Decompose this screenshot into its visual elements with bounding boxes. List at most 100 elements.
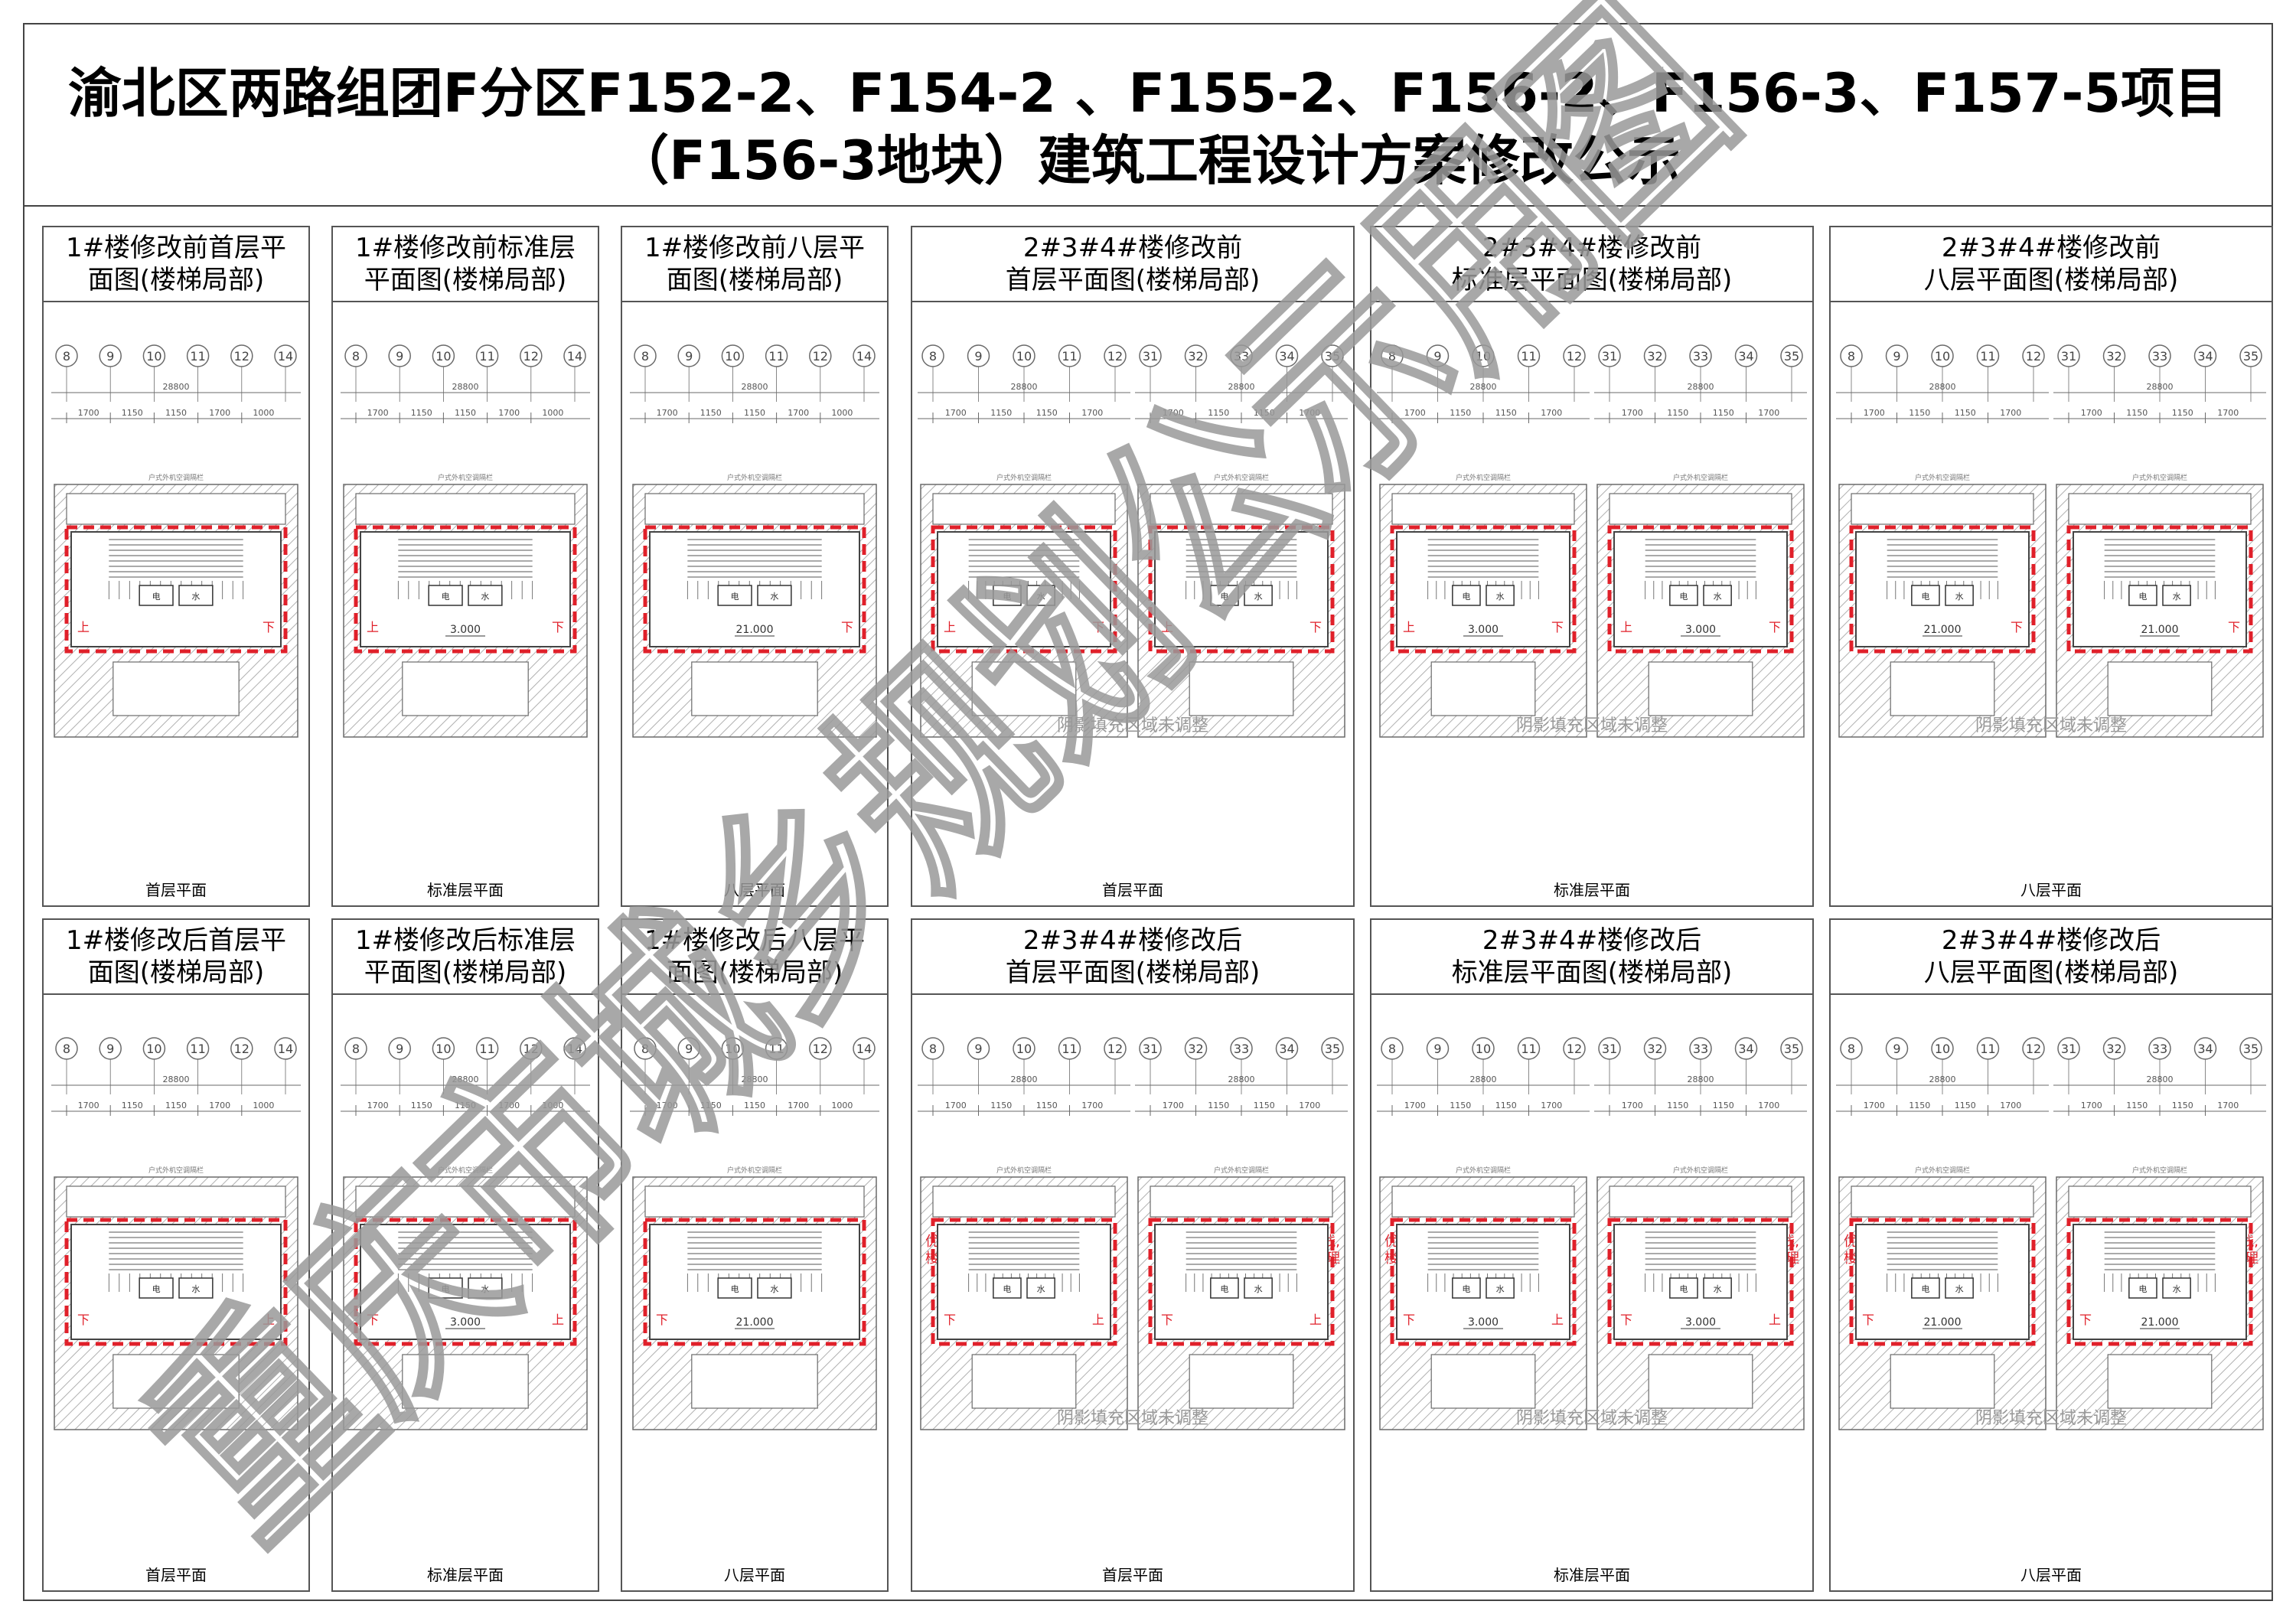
axis-label: 31 (1143, 349, 1158, 364)
stair-core (1613, 531, 1788, 647)
shaft-label: 电 (152, 1284, 161, 1294)
panel-header: 2#3#4#楼修改前首层平面图(楼梯局部) (912, 227, 1353, 302)
stair-direction-left: 下 (944, 1313, 956, 1327)
axis-label: 9 (106, 349, 114, 364)
dimension-value: 1700 (2000, 1101, 2021, 1110)
dimension-value: 1150 (455, 1101, 476, 1110)
shaft-label: 水 (1714, 1284, 1722, 1294)
shaft-label: 水 (1037, 592, 1045, 602)
shaft-label: 水 (481, 592, 489, 602)
total-dimension: 28800 (2147, 382, 2174, 392)
shaft-box (1210, 1277, 1239, 1299)
level-mark: 3.000 (1468, 624, 1499, 636)
axis-label: 10 (435, 1042, 451, 1056)
panel-title-line-1: 1#楼修改前标准层 (354, 233, 576, 263)
shaft-label: 水 (1714, 592, 1722, 602)
shaft-box (1486, 1277, 1515, 1299)
shading-note: 阴影填充区域未调整 (1057, 716, 1208, 735)
panel-title-line-2: 平面图(楼梯局部) (364, 957, 567, 988)
dimension-value: 1150 (411, 1101, 432, 1110)
shaft-label: 电 (2138, 1284, 2147, 1294)
axis-label: 8 (63, 1042, 70, 1056)
stair-direction-right: 下 (2011, 620, 2023, 634)
stair-direction-left: 上 (1620, 620, 1632, 634)
lower-structure (402, 1354, 529, 1409)
shaft-label: 电 (1220, 1284, 1228, 1294)
shaft-box (757, 585, 792, 606)
balcony-outline (2068, 493, 2252, 525)
shaft-label: 水 (1955, 592, 1964, 602)
balcony-outline (644, 493, 865, 525)
axis-label: 35 (2243, 1042, 2258, 1056)
lower-structure (1890, 661, 1995, 716)
dimension-value: 1700 (1404, 408, 1426, 418)
dimension-value: 1000 (831, 408, 853, 418)
panel-header: 1#楼修改前八层平面图(楼梯局部) (622, 227, 887, 302)
shaft-label: 水 (1037, 1284, 1045, 1294)
change-highlight (643, 525, 866, 654)
lower-structure (971, 1354, 1077, 1409)
panel-title-line-2: 首层平面图(楼梯局部) (1005, 265, 1261, 295)
shaft-box (1945, 1277, 1974, 1299)
dimension-value: 1150 (2126, 1101, 2148, 1110)
panel-title-line-2: 面图(楼梯局部) (87, 957, 265, 988)
stair-core (70, 531, 282, 647)
shaft-box (1669, 1277, 1698, 1299)
stair-direction-left: 下 (2079, 1313, 2092, 1327)
axis-label: 12 (1567, 1042, 1582, 1056)
dimension-value: 1700 (945, 408, 967, 418)
level-mark: 3.000 (1685, 624, 1716, 636)
panel-header: 1#楼修改前首层平面图(楼梯局部) (44, 227, 308, 302)
axis-label: 32 (1188, 1042, 1203, 1056)
panel-title-line-1: 1#楼修改后首层平 (65, 925, 287, 956)
door-note: 户式外机空调隔栏 (727, 1166, 782, 1175)
shaft-label: 水 (2173, 1284, 2181, 1294)
shaft-box (757, 1277, 792, 1299)
total-dimension: 28800 (1929, 382, 1956, 392)
balcony-outline (2068, 1185, 2252, 1218)
dimension-value: 1700 (788, 408, 809, 418)
panel-title-line-1: 2#3#4#楼修改前 (1022, 233, 1243, 263)
shaft-label: 水 (1496, 1284, 1505, 1294)
shaft-box (428, 1277, 463, 1299)
stair-direction-right: 上 (263, 1313, 275, 1327)
shaft-box (2162, 1277, 2191, 1299)
axis-label: 10 (1476, 349, 1491, 364)
stair-direction-right: 上 (1551, 1313, 1564, 1327)
stair-direction-right: 下 (552, 620, 564, 634)
dimension-value: 1700 (1081, 408, 1103, 418)
balcony-outline (932, 493, 1116, 525)
dimension-value: 1150 (1208, 1101, 1229, 1110)
shaft-label: 电 (731, 592, 739, 602)
axis-label: 33 (1234, 1042, 1249, 1056)
axis-label: 10 (146, 349, 161, 364)
level-mark: 3.000 (1685, 1316, 1716, 1329)
dimension-value: 1700 (2081, 1101, 2102, 1110)
axis-label: 11 (1062, 1042, 1077, 1056)
dimension-value: 1150 (1450, 408, 1471, 418)
panel-header: 1#楼修改后八层平面图(楼梯局部) (622, 920, 887, 995)
shaft-box (1244, 585, 1273, 606)
axis-label: 10 (1016, 349, 1032, 364)
axis-label: 8 (929, 349, 937, 364)
panel-footer-label: 标准层平面 (427, 881, 504, 899)
axis-label: 14 (567, 1042, 582, 1056)
change-highlight (643, 1218, 866, 1346)
dimension-value: 1150 (1955, 408, 1976, 418)
stair-core (1613, 1224, 1788, 1340)
door-note: 户式外机空调隔栏 (1214, 473, 1269, 482)
shaft-label: 水 (2173, 592, 2181, 602)
lower-structure (1648, 661, 1753, 716)
axis-label: 33 (1693, 349, 1708, 364)
panel-header: 2#3#4#楼修改后首层平面图(楼梯局部) (912, 920, 1353, 995)
balcony-outline (1391, 1185, 1575, 1218)
shaft-box (1669, 585, 1698, 606)
